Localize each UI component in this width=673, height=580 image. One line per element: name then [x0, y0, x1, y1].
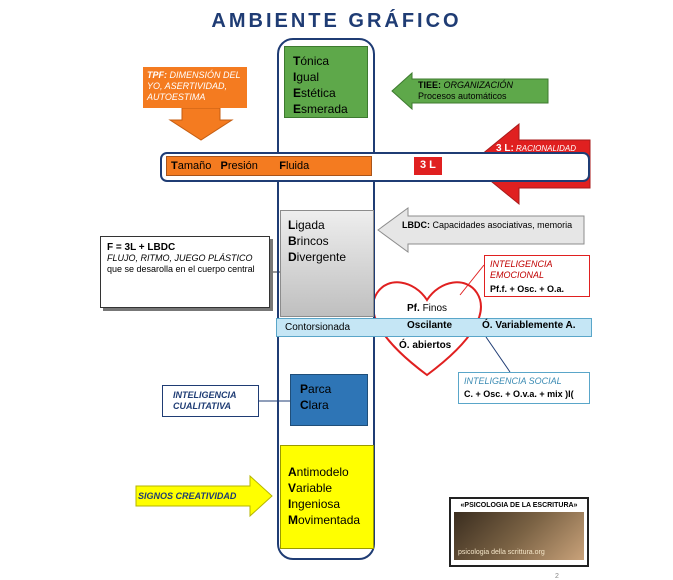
gray-line: Ligada [288, 218, 325, 232]
qualitative-line-2: CUALITATIVA [173, 401, 231, 411]
psicologia-logo-box: «PSICOLOGIA DE LA ESCRITURA» psicologia … [449, 497, 589, 567]
blue-line: Parca [300, 382, 332, 396]
psicologia-pen-image: psicologia della scrittura.org [454, 512, 584, 560]
flow-text: que se desarolla en el cuerpo central [107, 264, 255, 274]
tiee-label: TIEE: ORGANIZACIÓN Procesos automáticos [418, 80, 514, 101]
yellow-line: Antimodelo [288, 465, 349, 479]
oscillating-label: Oscilante [407, 320, 453, 331]
yellow-line: Ingeniosa [288, 497, 341, 511]
flow-formula: F = 3L + LBDC [107, 242, 176, 253]
yellow-line: Variable [288, 481, 333, 495]
tiee-green-box: Tónica Igual Estética Esmerada [284, 46, 368, 118]
gray-line: Brincos [288, 234, 329, 248]
emocional-connector [459, 264, 485, 296]
lbdc-gray-box: Ligada Brincos Divergente [280, 210, 374, 317]
emotional-formula: Pf.f. + Osc. + O.a. [490, 284, 565, 294]
heart-line-3: Ó. abiertos [399, 340, 452, 351]
size-pressure-fluid-box: Tamaño Presión Fluida [166, 156, 372, 176]
qualitative-blue-box: Parca Clara [290, 374, 368, 426]
social-title: INTELIGENCIA SOCIAL [464, 376, 562, 386]
heart-line-1: Pf. Finos [407, 303, 448, 314]
tres-l-badge: 3 L [414, 157, 442, 175]
flow-formula-box: F = 3L + LBDC FLUJO, RITMO, JUEGO PLÁSTI… [100, 236, 270, 308]
social-formula: C. + Osc. + O.v.a. + mix )I( [464, 389, 574, 399]
tpf-arrow [168, 107, 234, 141]
contorted-row: Contorsionada [276, 318, 592, 337]
qualitative-line-1: INTELIGENCIA [173, 390, 237, 400]
tpf-head: TPF: [147, 70, 167, 80]
contorted-label: Contorsionada [285, 322, 351, 333]
page-title: AMBIENTE GRÁFICO [211, 10, 462, 32]
creativity-signs-label: SIGNOS CREATIVIDAD [138, 491, 237, 501]
central-spine-frame [277, 38, 375, 560]
yellow-line: Movimentada [288, 513, 361, 527]
lbdc-label: LBDC: Capacidades asociativas, memoria [402, 220, 573, 230]
tres-l-label: 3 L: RACIONALIDAD Redonda, ILAncha, IPAn… [496, 143, 577, 175]
social-connector [485, 336, 511, 373]
psicologia-title: «PSICOLOGIA DE LA ESCRITURA» [460, 502, 578, 509]
page-number: 2 [555, 573, 559, 580]
psicologia-caption: psicologia della scrittura.org [458, 549, 545, 556]
green-line: Estética [293, 86, 336, 100]
emotional-intelligence-box: INTELIGENCIA EMOCIONAL Pf.f. + Osc. + O.… [484, 255, 590, 297]
qualitative-intelligence-box: INTELIGENCIA CUALITATIVA [162, 385, 259, 417]
creativity-yellow-box: Antimodelo Variable Ingeniosa Movimentad… [280, 445, 374, 549]
lbdc-arrow [377, 207, 585, 253]
tpf-text: DIMENSIÓN DEL YO, ASERTIVIDAD, AUTOESTIM… [147, 70, 241, 102]
green-line: Igual [293, 70, 320, 84]
flow-italic: FLUJO, RITMO, JUEGO PLÁSTICO [107, 253, 253, 263]
signos-arrow [135, 474, 273, 518]
blue-line: Clara [300, 398, 329, 412]
variable-label: Ó. Variablemente A. [482, 320, 576, 331]
gray-line: Divergente [288, 250, 347, 264]
tiee-arrow [391, 71, 549, 111]
emotional-title: INTELIGENCIA EMOCIONAL [490, 259, 553, 280]
green-line: Tónica [293, 54, 330, 68]
green-line: Esmerada [293, 102, 348, 116]
tpf-box: TPF: DIMENSIÓN DEL YO, ASERTIVIDAD, AUTO… [143, 67, 247, 108]
social-intelligence-box: INTELIGENCIA SOCIAL C. + Osc. + O.v.a. +… [458, 372, 590, 404]
